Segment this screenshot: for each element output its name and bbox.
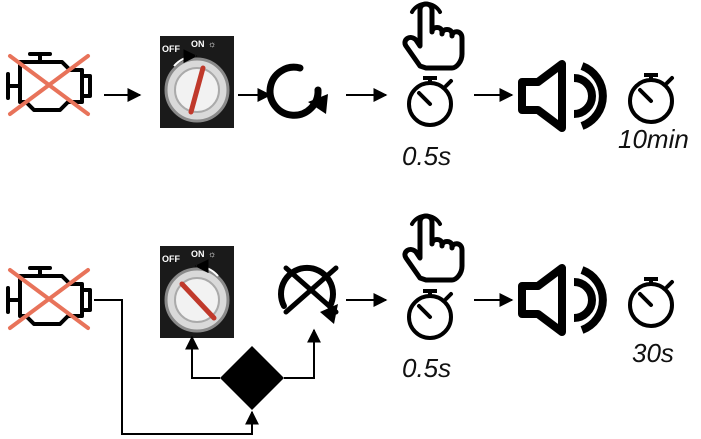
engine-to-logic-line <box>94 299 259 435</box>
switch-off-label: OFF <box>162 44 180 54</box>
switch-off-label: OFF <box>162 254 180 264</box>
decision-diamond-icon <box>220 346 284 410</box>
key-slot <box>179 281 217 321</box>
stopwatch-icon <box>407 289 453 340</box>
stopwatch-icon <box>407 76 453 127</box>
row-1: OFF ON ☼ 0.5s 10min <box>6 4 689 171</box>
alarm-duration-label: 30s <box>632 338 674 368</box>
switch-on-symbol: ☼ <box>208 249 216 259</box>
logic-to-rotate-line <box>284 328 321 379</box>
stopwatch-icon <box>628 277 674 328</box>
ignition-switch-off: OFF ON ☼ <box>160 246 234 338</box>
speaker-icon <box>522 268 603 332</box>
logic-to-switch-line <box>185 335 220 379</box>
turn-direction-arrow <box>194 259 219 277</box>
switch-on-symbol: ☼ <box>208 39 216 49</box>
alarm-duration-label: 10min <box>618 124 689 154</box>
engine-disabled-icon <box>6 266 92 330</box>
rotate-cancelled-icon <box>278 264 339 324</box>
stopwatch-icon <box>628 73 674 124</box>
engine-disabled-icon <box>6 52 92 116</box>
key-slot <box>188 65 206 115</box>
ignition-switch-on: OFF ON ☼ <box>160 36 234 128</box>
speaker-icon <box>522 64 603 128</box>
press-duration-label: 0.5s <box>402 141 451 171</box>
touch-press-icon <box>405 216 462 280</box>
row-2: OFF ON ☼ 0.5s 30s <box>6 216 674 435</box>
touch-press-icon <box>405 4 462 68</box>
switch-on-label: ON <box>191 39 205 49</box>
switch-on-label: ON <box>191 249 205 259</box>
press-duration-label: 0.5s <box>402 353 451 383</box>
rotate-icon <box>266 63 328 119</box>
turn-direction-arrow <box>173 49 198 67</box>
